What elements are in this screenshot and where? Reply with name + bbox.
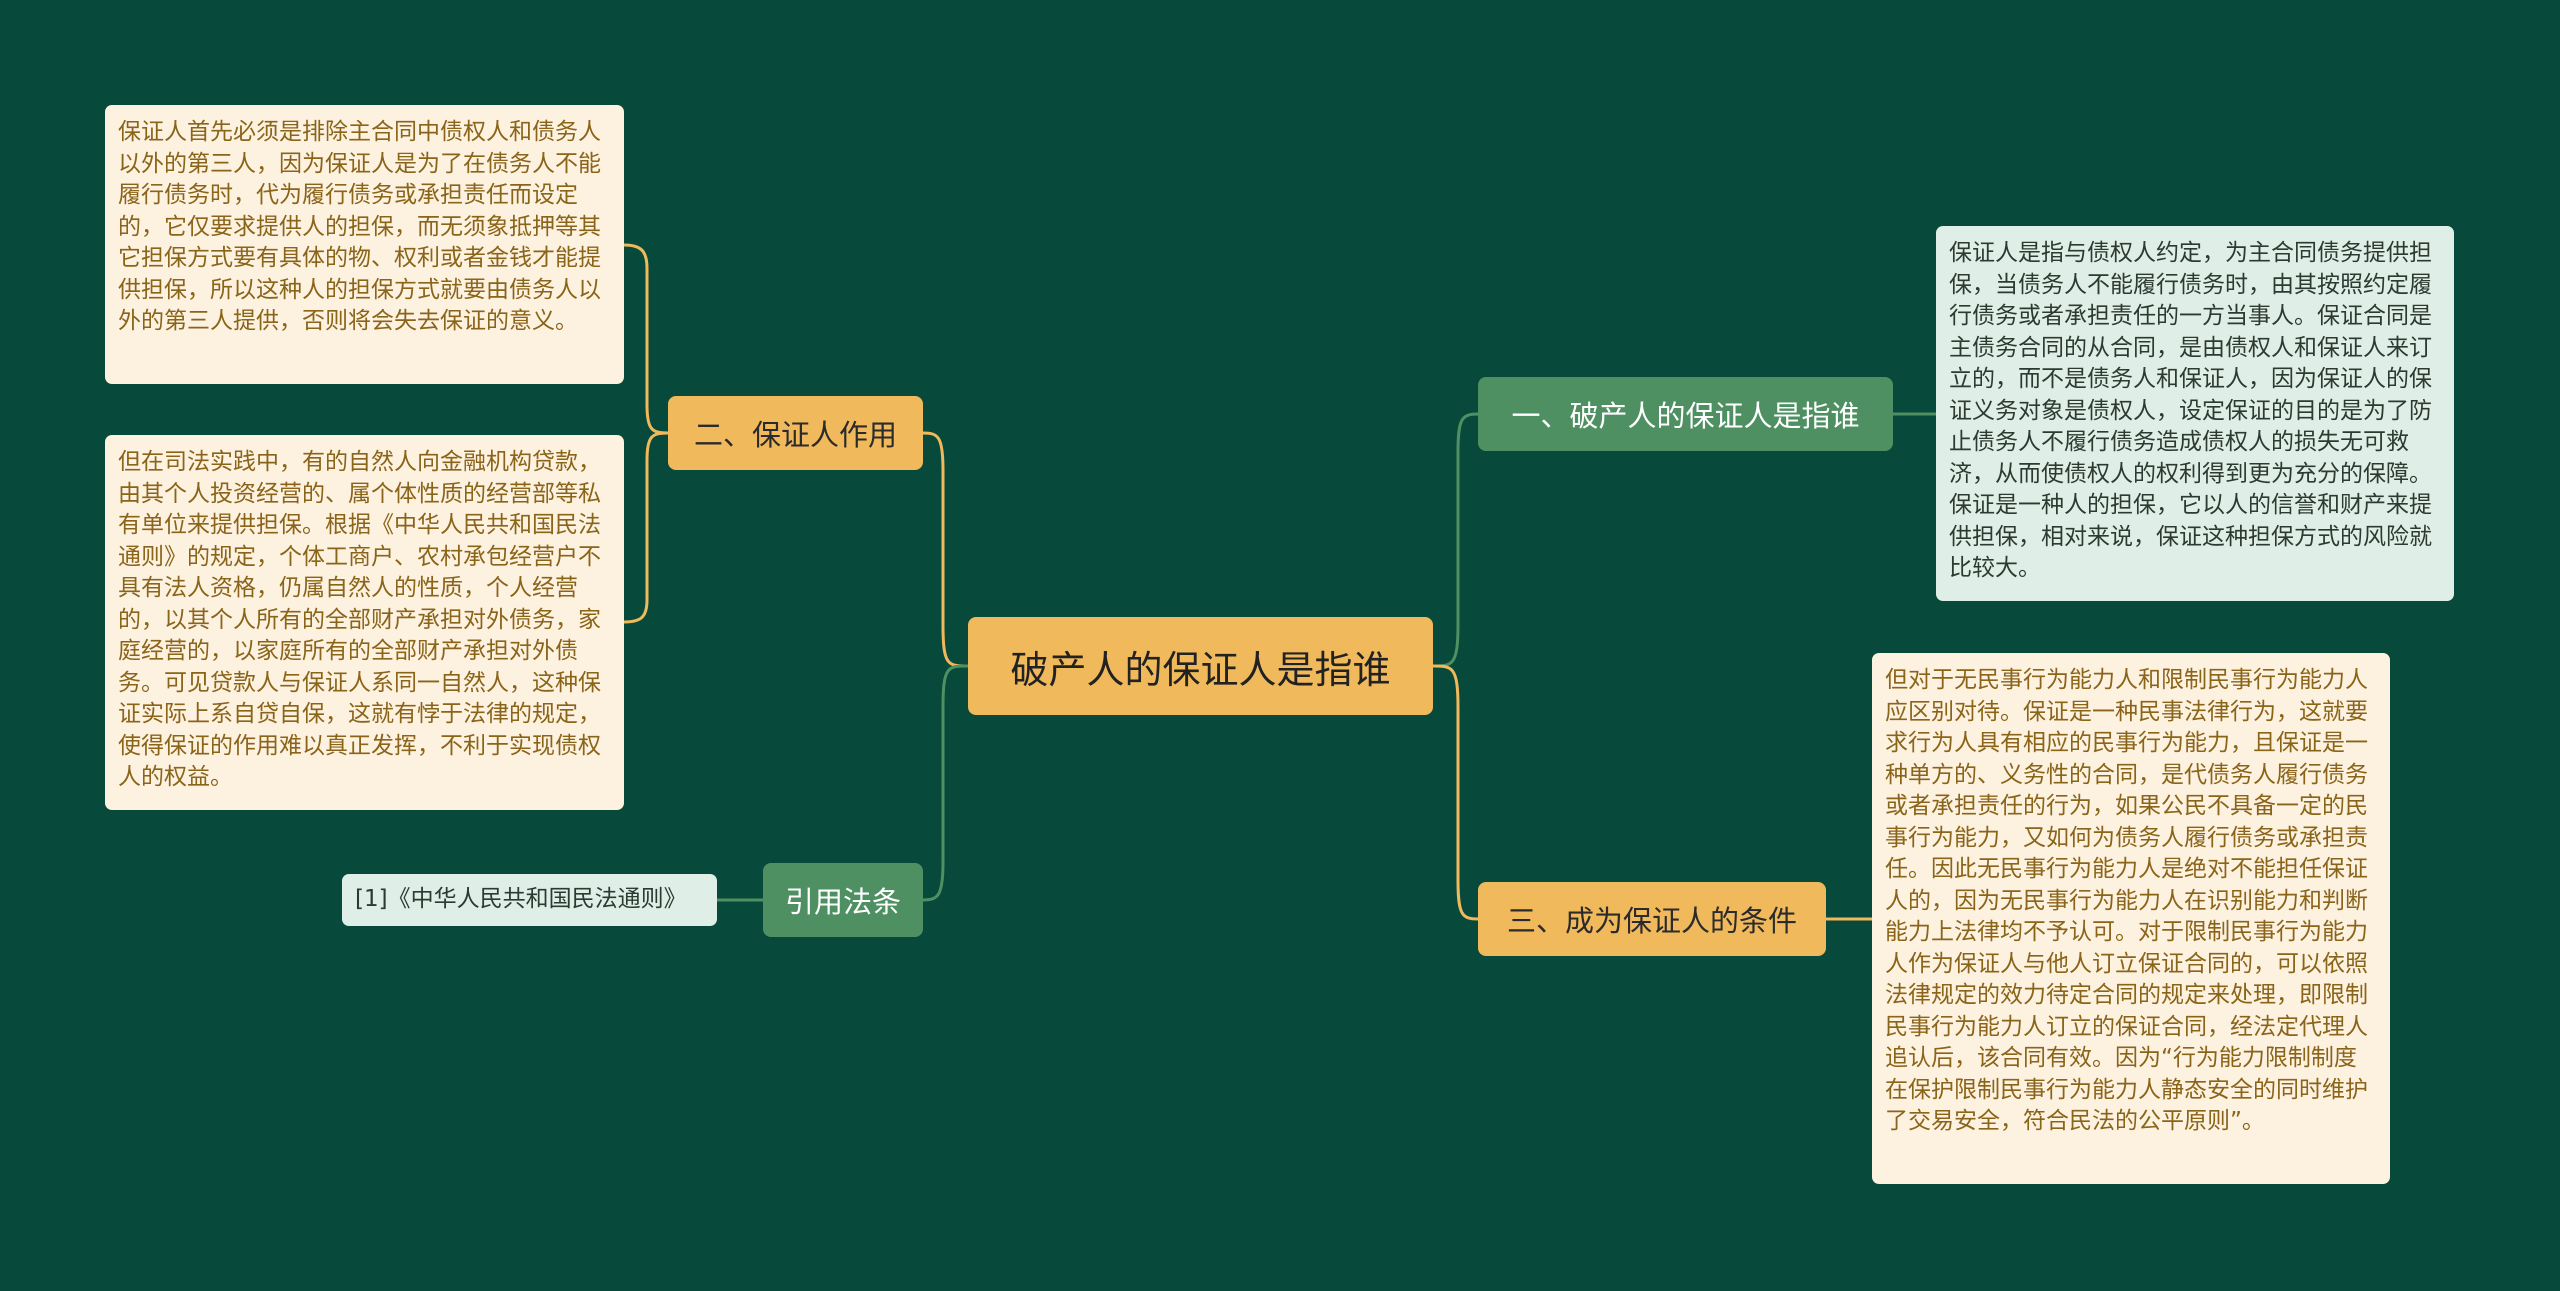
leaf-judicial-practice[interactable]: 但在司法实践中，有的自然人向金融机构贷款，由其个人投资经营的、属个体性质的经营部… — [105, 435, 624, 810]
branch-guarantor-role[interactable]: 二、保证人作用 — [668, 396, 923, 470]
branch-guarantor-conditions[interactable]: 三、成为保证人的条件 — [1478, 882, 1826, 956]
connector-branch-2-to-leaf-2 — [623, 431, 669, 624]
connector-root-to-branch-4 — [922, 664, 969, 902]
root-topic[interactable]: 破产人的保证人是指谁 — [968, 617, 1433, 715]
connector-branch-2-to-leaf-1 — [623, 243, 669, 435]
leaf-cited-law[interactable]: [1]《中华人民共和国民法通则》 — [342, 874, 717, 926]
leaf-guarantor-third-party[interactable]: 保证人首先必须是排除主合同中债权人和债务人以外的第三人，因为保证人是为了在债务人… — [105, 105, 624, 384]
branch-cited-laws[interactable]: 引用法条 — [763, 863, 923, 937]
connector-root-to-branch-3 — [1432, 664, 1479, 921]
connector-root-to-branch-1 — [1432, 412, 1479, 668]
branch-who-is-guarantor[interactable]: 一、破产人的保证人是指谁 — [1478, 377, 1893, 451]
leaf-capacity-conditions[interactable]: 但对于无民事行为能力人和限制民事行为能力人应区别对待。保证是一种民事法律行为，这… — [1872, 653, 2390, 1184]
leaf-guarantor-definition[interactable]: 保证人是指与债权人约定，为主合同债务提供担保，当债务人不能履行债务时，由其按照约… — [1936, 226, 2454, 601]
connector-root-to-branch-2 — [922, 431, 969, 668]
